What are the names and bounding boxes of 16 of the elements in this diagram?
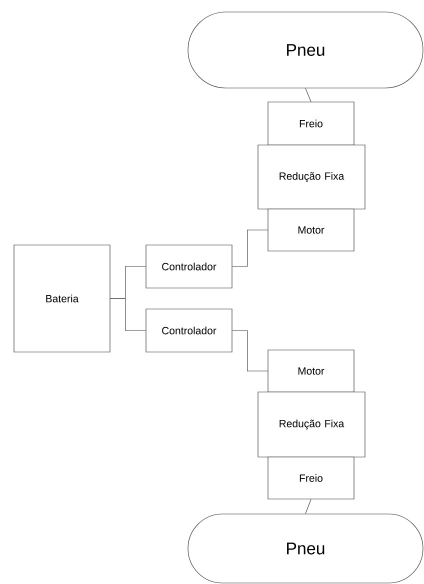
component-box: Freio bbox=[268, 102, 354, 146]
component-box: Motor bbox=[268, 350, 354, 392]
component-box: Freio bbox=[268, 456, 354, 500]
component-box: Motor bbox=[268, 208, 354, 252]
component-box: Controlador bbox=[146, 308, 232, 352]
tire-terminal: Pneu bbox=[188, 514, 424, 584]
connector-line bbox=[232, 230, 268, 267]
component-box: Bateria bbox=[14, 244, 110, 352]
connector-line bbox=[110, 298, 146, 331]
tire-terminal: Pneu bbox=[188, 12, 424, 88]
connector-line bbox=[305, 499, 312, 514]
component-box: Redução Fixa bbox=[258, 392, 366, 458]
connector-line bbox=[232, 330, 268, 372]
component-box: Controlador bbox=[146, 244, 232, 288]
component-box: Redução Fixa bbox=[258, 144, 366, 210]
connector-line bbox=[305, 88, 312, 102]
